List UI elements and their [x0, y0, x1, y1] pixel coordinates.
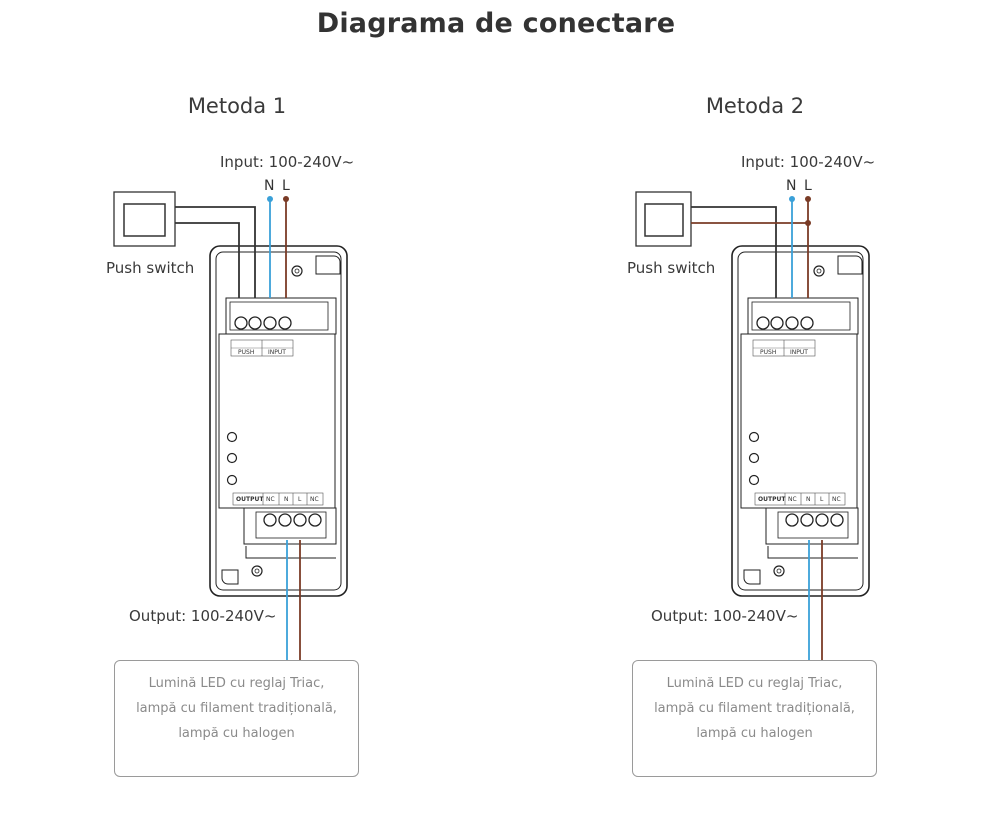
input-terminal-screw	[785, 316, 799, 330]
input-terminal-screw	[756, 316, 770, 330]
output-terminal-screw	[278, 513, 292, 527]
diagram-title: Diagrama de conectare	[316, 8, 676, 39]
switch-wire	[691, 206, 777, 298]
input-terminal-screw	[278, 316, 292, 330]
top-screw-icon	[291, 265, 303, 277]
output-terminal-title: OUTPUT	[758, 496, 786, 503]
load-line: lampă cu halogen	[696, 726, 813, 741]
load-line: Lumină LED cu reglaj Triac,	[666, 676, 843, 691]
bottom-screw-icon	[251, 565, 263, 577]
method-1-title: Metoda 1	[187, 94, 287, 118]
method-1-panel: Metoda 1 Input: 100-240V~ N L Push switc…	[106, 94, 359, 777]
method-1-wiring-diagram	[113, 191, 348, 662]
bottom-screw-icon	[773, 565, 785, 577]
load-line: Lumină LED cu reglaj Triac,	[148, 676, 325, 691]
method-2-panel: Metoda 2 Input: 100-240V~ N L Push switc…	[496, 0, 992, 820]
output-terminal-nc-1: NC	[788, 496, 797, 503]
output-terminal-label-row	[232, 492, 324, 506]
live-label: L	[282, 178, 290, 194]
method-2-wiring-diagram	[635, 191, 870, 662]
output-voltage-label: Output: 100-240V~	[129, 607, 277, 625]
input-terminal-screw	[248, 316, 262, 330]
top-screw-icon	[813, 265, 825, 277]
neutral-label: N	[786, 178, 797, 194]
input-voltage-label: Input: 100-240V~	[220, 153, 355, 171]
switch-wire	[175, 222, 240, 298]
input-terminal-screw	[234, 316, 248, 330]
status-led-icon	[226, 474, 238, 486]
status-led-icon	[748, 474, 760, 486]
input-voltage-label: Input: 100-240V~	[741, 153, 876, 171]
input-terminal-label: INPUT	[268, 349, 286, 356]
output-terminal-label-row	[754, 492, 846, 506]
push-terminal-label: PUSH	[760, 349, 777, 356]
method-2-title: Metoda 2	[705, 94, 805, 118]
load-description-box: Lumină LED cu reglaj Triac, lampă cu fil…	[114, 660, 359, 777]
push-switch-label: Push switch	[106, 259, 195, 277]
output-terminal-l: L	[820, 496, 824, 503]
output-terminal-screw	[263, 513, 277, 527]
output-terminal-l: L	[298, 496, 302, 503]
status-led-icon	[748, 431, 760, 443]
output-terminal-n: N	[284, 496, 289, 503]
output-terminal-screw	[815, 513, 829, 527]
input-terminal-label: INPUT	[790, 349, 808, 356]
neutral-label: N	[264, 178, 275, 194]
output-terminal-nc-2: NC	[832, 496, 841, 503]
push-terminal-label: PUSH	[238, 349, 255, 356]
input-terminal-screw	[263, 316, 277, 330]
output-terminal-screw	[293, 513, 307, 527]
status-led-icon	[226, 431, 238, 443]
status-led-icon	[748, 452, 760, 464]
load-line: lampă cu filament tradițională,	[654, 701, 855, 716]
load-line: lampă cu filament tradițională,	[136, 701, 337, 716]
input-terminal-screw	[770, 316, 784, 330]
output-terminal-title: OUTPUT	[236, 496, 264, 503]
switch-wire	[175, 206, 256, 298]
output-terminal-nc-2: NC	[310, 496, 319, 503]
output-terminal-screw	[830, 513, 844, 527]
output-voltage-label: Output: 100-240V~	[651, 607, 799, 625]
output-terminal-n: N	[806, 496, 811, 503]
load-line: lampă cu halogen	[178, 726, 295, 741]
output-terminal-screw	[785, 513, 799, 527]
output-terminal-nc-1: NC	[266, 496, 275, 503]
output-terminal-screw	[308, 513, 322, 527]
output-terminal-screw	[800, 513, 814, 527]
live-label: L	[804, 178, 812, 194]
push-switch-label: Push switch	[627, 259, 716, 277]
load-description-box: Lumină LED cu reglaj Triac, lampă cu fil…	[632, 660, 877, 777]
status-led-icon	[226, 452, 238, 464]
input-terminal-screw	[800, 316, 814, 330]
